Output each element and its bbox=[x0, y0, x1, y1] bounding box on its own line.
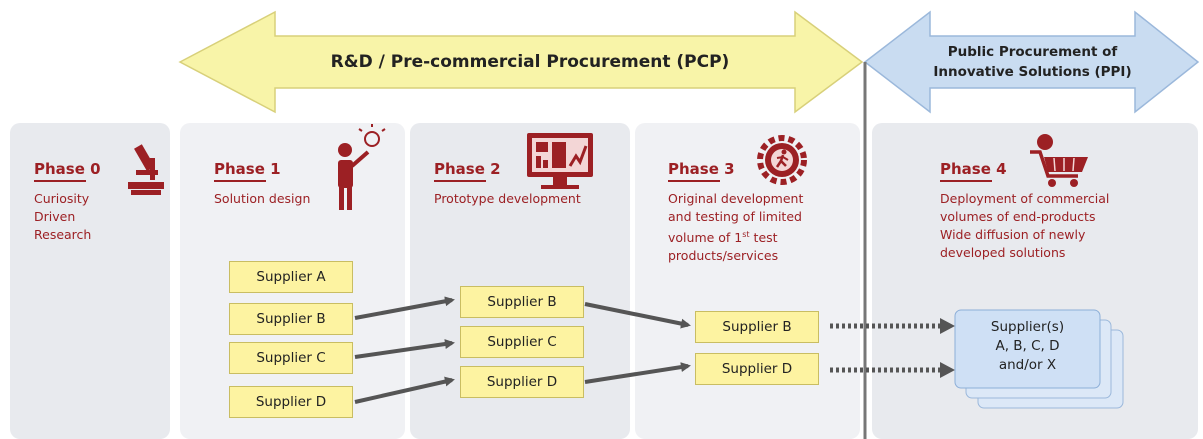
phase-2-description: Prototype development bbox=[434, 191, 581, 206]
phase-3-title: Phase 3 bbox=[668, 160, 735, 182]
phase-1-title: Phase 1 bbox=[214, 160, 281, 182]
supplier-box-phase2-d: Supplier D bbox=[460, 366, 584, 398]
phase-0-title: Phase 0 bbox=[34, 160, 101, 182]
ppi-banner-label-line1: Public Procurement of bbox=[947, 44, 1118, 60]
dotted-arrowhead-d bbox=[940, 362, 955, 378]
supplier-stack-front bbox=[954, 309, 1101, 389]
phase-3-panel bbox=[635, 123, 860, 439]
phase-0-description: Curiosity Driven Research bbox=[34, 191, 92, 242]
arrow-b-1-2 bbox=[354, 296, 455, 320]
phase-4-title: Phase 4 bbox=[940, 160, 1007, 182]
supplier-box-phase3-b: Supplier B bbox=[695, 311, 819, 343]
gear-runner-icon bbox=[757, 135, 807, 185]
person-idea-icon bbox=[338, 124, 386, 210]
supplier-box-phase1-b: Supplier B bbox=[229, 303, 353, 335]
pcp-banner-arrow bbox=[178, 10, 864, 114]
phase-2-title: Phase 2 bbox=[434, 160, 501, 182]
supplier-box-phase2-b: Supplier B bbox=[460, 286, 584, 318]
phase-4-description: Deployment of commercial volumes of end-… bbox=[940, 191, 1110, 260]
arrow-b-2-3 bbox=[584, 302, 691, 329]
arrow-d-2-3 bbox=[584, 362, 691, 384]
shopping-cart-icon bbox=[1030, 134, 1088, 187]
ppi-banner-label-line2: Innovative Solutions (PPI) bbox=[933, 64, 1132, 80]
supplier-box-phase1-c: Supplier C bbox=[229, 342, 353, 374]
supplier-box-phase2-c: Supplier C bbox=[460, 326, 584, 358]
dotted-arrowhead-b bbox=[940, 318, 955, 334]
microscope-icon bbox=[128, 144, 164, 195]
ppi-banner-arrow bbox=[863, 10, 1200, 114]
phase-1-description: Solution design bbox=[214, 191, 311, 206]
phase-3-description: Original development and testing of limi… bbox=[668, 191, 804, 264]
pcp-banner-label: R&D / Pre-commercial Procurement (PCP) bbox=[330, 52, 730, 72]
phase-0-panel bbox=[10, 123, 170, 439]
arrow-c-1-2 bbox=[354, 339, 455, 359]
supplier-stack-label: Supplier(s) A, B, C, D and/or X bbox=[990, 319, 1065, 373]
monitor-chart-icon bbox=[527, 133, 593, 189]
supplier-box-phase3-d: Supplier D bbox=[695, 353, 819, 385]
arrow-d-1-2 bbox=[354, 376, 455, 404]
supplier-box-phase1-a: Supplier A bbox=[229, 261, 353, 293]
supplier-box-phase1-d: Supplier D bbox=[229, 386, 353, 418]
